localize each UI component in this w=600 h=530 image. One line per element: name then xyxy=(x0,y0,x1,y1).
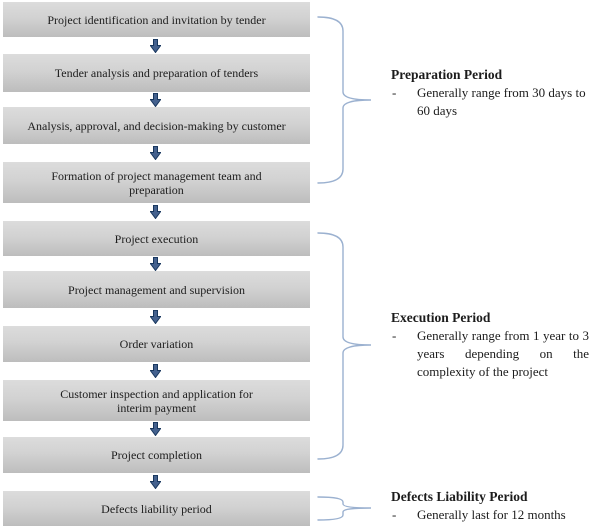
step-label: Project management and supervision xyxy=(68,282,245,297)
step-box-defects-liability: Defects liability period xyxy=(3,491,310,526)
down-arrow-icon xyxy=(150,146,161,160)
execution-brace-icon xyxy=(317,232,372,460)
step-box-project-execution: Project execution xyxy=(3,221,310,256)
phase-title: Preparation Period xyxy=(391,67,503,82)
phase-execution-period: Execution Period - Generally range from … xyxy=(391,309,597,381)
preparation-brace-icon xyxy=(317,16,372,184)
phase-defects-liability-period: Defects Liability Period - Generally las… xyxy=(391,488,597,524)
step-label: Formation of project management team and… xyxy=(51,168,262,197)
step-label: Defects liability period xyxy=(101,501,212,516)
defects-brace-icon xyxy=(317,496,372,521)
down-arrow-icon xyxy=(150,364,161,378)
bullet-dash: - xyxy=(392,85,397,100)
step-label: Customer inspection and application for … xyxy=(60,386,253,415)
step-box-tender-analysis: Tender analysis and preparation of tende… xyxy=(3,54,310,92)
step-label: Project completion xyxy=(111,448,202,462)
down-arrow-icon xyxy=(150,205,161,219)
step-box-customer-inspection: Customer inspection and application for … xyxy=(3,380,310,421)
phase-bullet: - Generally range from 1 year to 3 years… xyxy=(391,327,597,381)
step-box-management-supervision: Project management and supervision xyxy=(3,271,310,308)
phase-description: Generally range from 30 days to 60 days xyxy=(417,85,586,118)
step-box-identification: Project identification and invitation by… xyxy=(3,2,310,37)
step-box-order-variation: Order variation xyxy=(3,326,310,362)
down-arrow-icon xyxy=(150,422,161,436)
down-arrow-icon xyxy=(150,475,161,489)
phase-bullet: - Generally last for 12 months xyxy=(391,506,597,524)
step-box-project-completion: Project completion xyxy=(3,437,310,473)
bullet-dash: - xyxy=(392,328,397,343)
phase-preparation-period: Preparation Period - Generally range fro… xyxy=(391,66,597,120)
step-label: Analysis, approval, and decision-making … xyxy=(27,118,286,133)
step-label: Tender analysis and preparation of tende… xyxy=(54,66,259,80)
step-label: Project execution xyxy=(114,231,199,246)
down-arrow-icon xyxy=(150,257,161,271)
down-arrow-icon xyxy=(150,93,161,107)
phase-description: Generally range from 1 year to 3 years d… xyxy=(417,328,589,379)
step-label: Project identification and invitation by… xyxy=(47,12,266,27)
down-arrow-icon xyxy=(150,310,161,324)
brace-group xyxy=(317,16,372,521)
phase-description: Generally last for 12 months xyxy=(417,507,566,522)
phase-title: Execution Period xyxy=(391,310,491,325)
phase-title: Defects Liability Period xyxy=(391,489,528,504)
down-arrow-icon xyxy=(150,39,161,53)
step-box-team-formation: Formation of project management team and… xyxy=(3,162,310,203)
phase-bullet: - Generally range from 30 days to 60 day… xyxy=(391,84,597,120)
step-label: Order variation xyxy=(119,337,194,351)
bullet-dash: - xyxy=(392,507,397,522)
step-box-customer-decision: Analysis, approval, and decision-making … xyxy=(3,107,310,144)
